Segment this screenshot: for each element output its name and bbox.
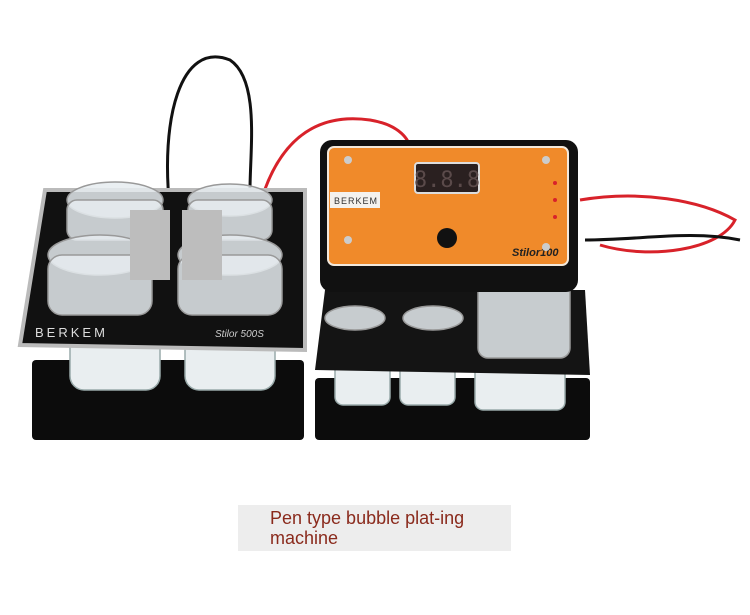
caption-box: Pen type bubble plat-ing machine	[238, 505, 511, 551]
caption-text: Pen type bubble plat-ing machine	[270, 508, 465, 548]
black-cable	[166, 55, 254, 211]
electrode-clip	[182, 210, 222, 280]
red-lead	[579, 194, 737, 254]
svg-text:Stilor100: Stilor100	[512, 247, 559, 259]
brand-label	[330, 192, 380, 208]
black-lead	[584, 234, 741, 242]
device-panel	[327, 146, 569, 266]
left-tray-model: Stilor 500S	[215, 329, 264, 340]
svg-text:8.8.8: 8.8.8	[414, 168, 480, 193]
led-display	[414, 162, 480, 194]
left-tray-brand: BERKEM	[35, 325, 108, 340]
svg-text:BERKEM: BERKEM	[334, 196, 378, 206]
adjust-knob-icon	[437, 228, 457, 248]
electrode-clip	[130, 210, 170, 280]
